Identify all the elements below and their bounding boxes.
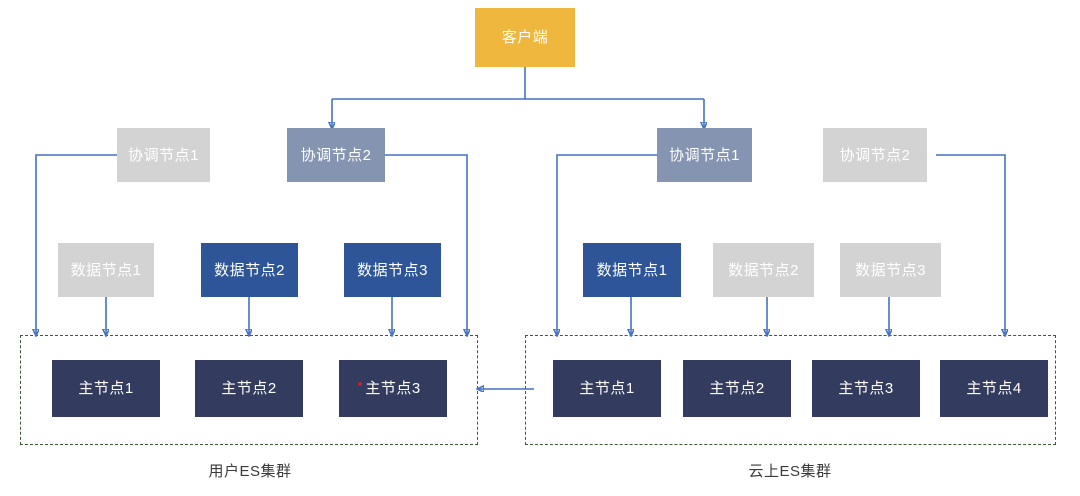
left-data-node-3-label: 数据节点3 [357, 261, 428, 279]
right-master-node-2[interactable]: 主节点2 [683, 360, 791, 417]
right-data-node-1[interactable]: 数据节点1 [583, 243, 681, 297]
edge-right-coord2-to-cluster [936, 154, 1005, 335]
right-master-node-1-label: 主节点1 [579, 380, 635, 397]
left-master-node-2-label: 主节点2 [221, 380, 277, 397]
left-data-node-2-label: 数据节点2 [214, 261, 285, 279]
left-data-node-2[interactable]: 数据节点2 [201, 243, 298, 297]
right-data-node-1-label: 数据节点1 [596, 261, 668, 279]
left-master-node-1-label: 主节点1 [78, 380, 134, 397]
right-data-node-3-label: 数据节点3 [855, 261, 926, 279]
right-coordinator-node-1-label: 协调节点1 [669, 146, 740, 164]
right-cluster-label: 云上ES集群 [748, 463, 832, 480]
right-data-node-3[interactable]: 数据节点3 [840, 243, 941, 297]
client-node-label: 客户端 [501, 29, 549, 46]
right-master-node-3-label: 主节点3 [838, 380, 894, 397]
right-data-node-2[interactable]: 数据节点2 [713, 243, 814, 297]
right-master-node-4-label: 主节点4 [966, 380, 1022, 397]
left-data-node-1[interactable]: 数据节点1 [58, 243, 154, 297]
left-data-node-3[interactable]: 数据节点3 [344, 243, 441, 297]
left-master-node-1[interactable]: 主节点1 [52, 360, 160, 417]
right-master-node-3[interactable]: 主节点3 [812, 360, 920, 417]
right-coordinator-node-1[interactable]: 协调节点1 [657, 128, 752, 182]
right-coordinator-node-2[interactable]: 协调节点2 [823, 128, 927, 182]
right-master-node-4[interactable]: 主节点4 [940, 360, 1048, 417]
left-coordinator-node-2[interactable]: 协调节点2 [287, 128, 385, 182]
right-master-node-2-label: 主节点2 [709, 380, 765, 397]
left-cluster-label: 用户ES集群 [208, 463, 292, 480]
client-node[interactable]: 客户端 [475, 8, 575, 67]
left-coordinator-node-2-label: 协调节点2 [300, 146, 372, 164]
left-master-node-3[interactable]: 主节点3 [339, 360, 447, 417]
left-coordinator-node-1[interactable]: 协调节点1 [117, 128, 210, 182]
right-coordinator-node-2-label: 协调节点2 [839, 146, 911, 164]
right-data-node-2-label: 数据节点2 [728, 261, 799, 279]
right-master-node-1[interactable]: 主节点1 [553, 360, 661, 417]
left-master-node-2[interactable]: 主节点2 [195, 360, 303, 417]
left-coordinator-node-1-label: 协调节点1 [128, 146, 199, 164]
right-cluster-boundary [525, 335, 1056, 445]
left-data-node-1-label: 数据节点1 [70, 261, 142, 279]
left-master-node-3-label: 主节点3 [365, 380, 421, 397]
left-master-node-3-alert-dot [358, 382, 362, 386]
